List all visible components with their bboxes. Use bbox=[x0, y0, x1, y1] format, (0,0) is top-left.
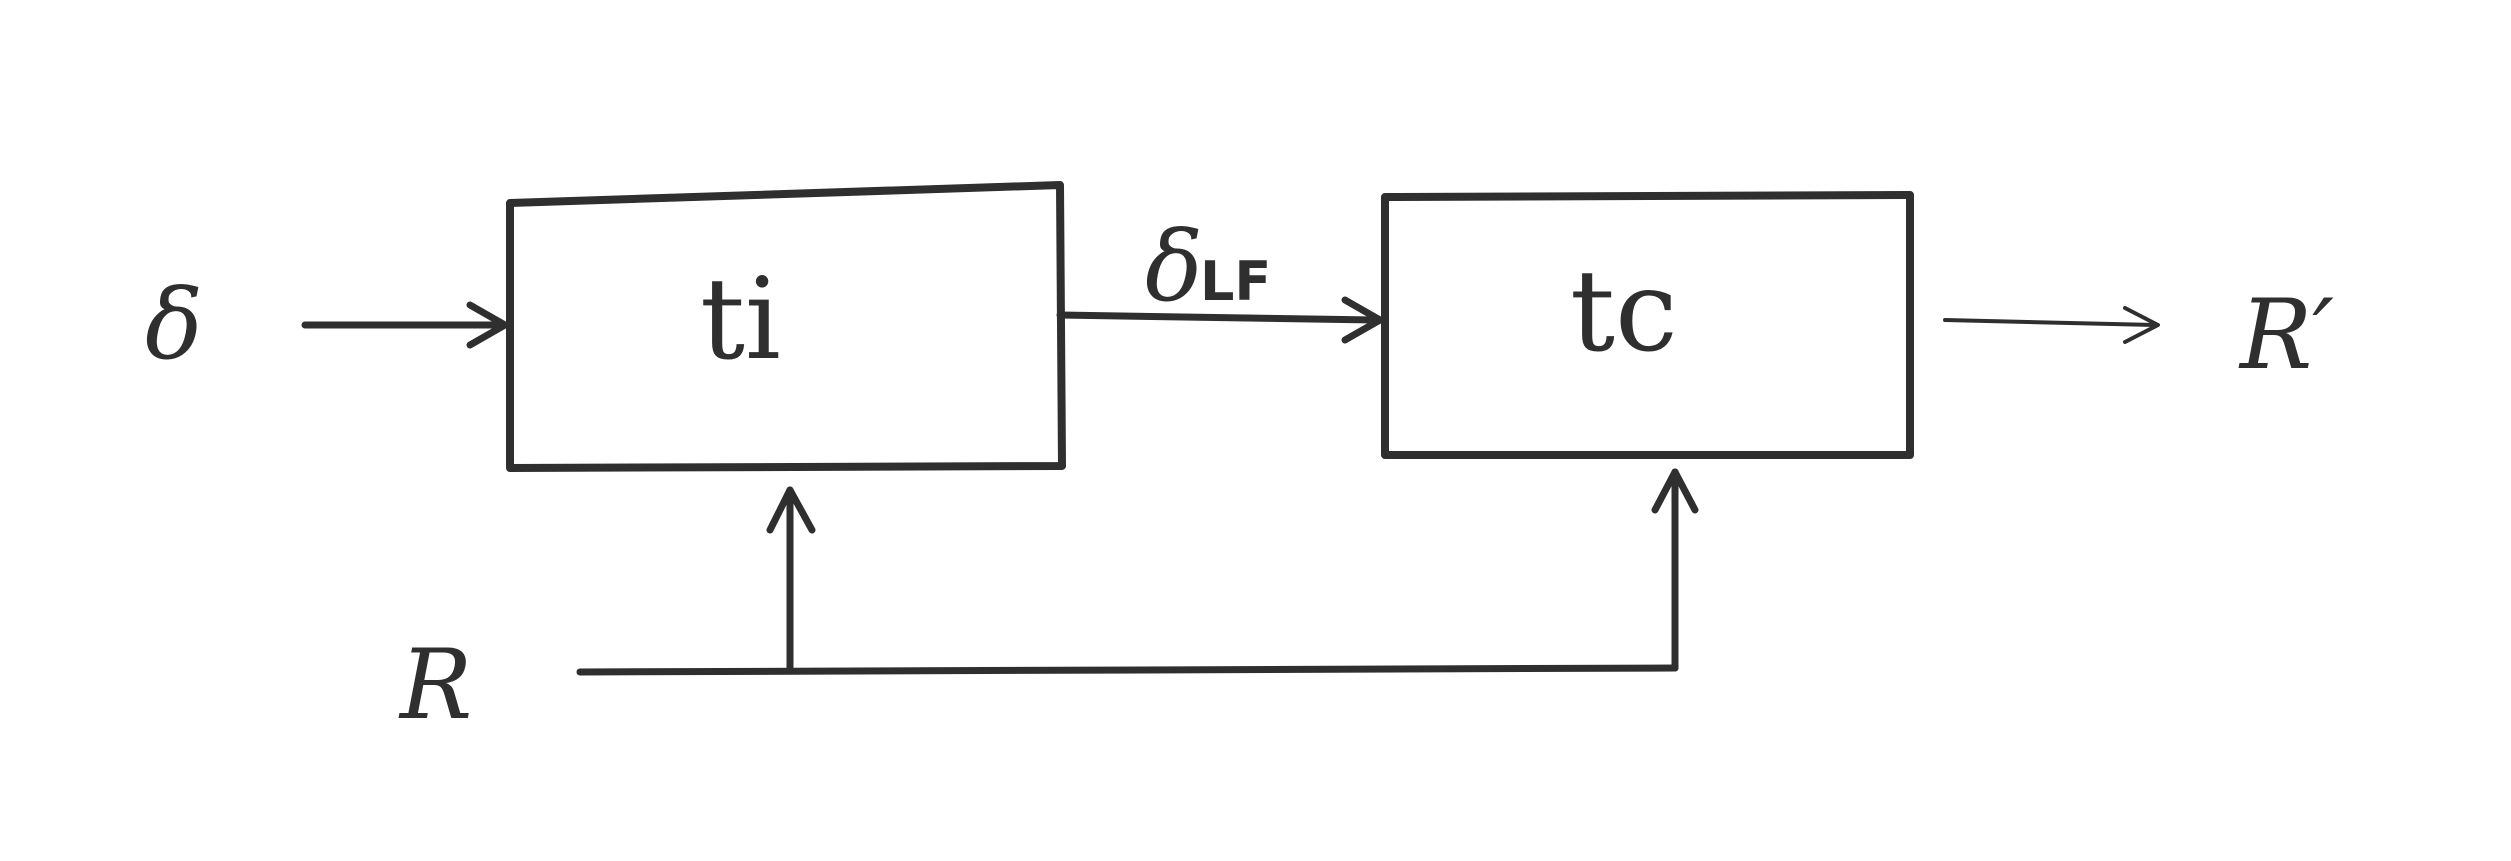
reference-label: R bbox=[398, 629, 472, 741]
block-tc-box bbox=[1381, 191, 1914, 459]
output-label: R′ bbox=[2238, 279, 2334, 391]
block-ti: ti bbox=[506, 181, 1066, 472]
reference-main-line bbox=[576, 664, 1679, 676]
intermediate-label: δ LF bbox=[1145, 211, 1271, 323]
intermediate-arrow-shaft bbox=[1056, 311, 1379, 324]
input-arrow-head bbox=[466, 301, 509, 349]
block-tc: tc bbox=[1381, 191, 1914, 459]
block-ti-label: ti bbox=[700, 255, 781, 385]
input-label: δ bbox=[145, 269, 203, 381]
intermediate-label-sub: LF bbox=[1200, 250, 1271, 313]
output-arrow-shaft bbox=[1943, 318, 2157, 327]
intermediate-arrow-head bbox=[1341, 296, 1384, 344]
reference-to-ti-arrow-head bbox=[766, 486, 816, 534]
output-arrow bbox=[1943, 306, 2160, 344]
intermediate-label-main: δ bbox=[1145, 211, 1203, 323]
input-arrow bbox=[301, 301, 509, 349]
block-ti-box bbox=[506, 181, 1066, 472]
intermediate-arrow bbox=[1056, 296, 1384, 344]
reference-lines bbox=[576, 468, 1699, 676]
output-arrow-head bbox=[2123, 306, 2160, 344]
reference-to-tc-arrow-head bbox=[1651, 468, 1699, 514]
block-tc-label: tc bbox=[1570, 247, 1678, 377]
